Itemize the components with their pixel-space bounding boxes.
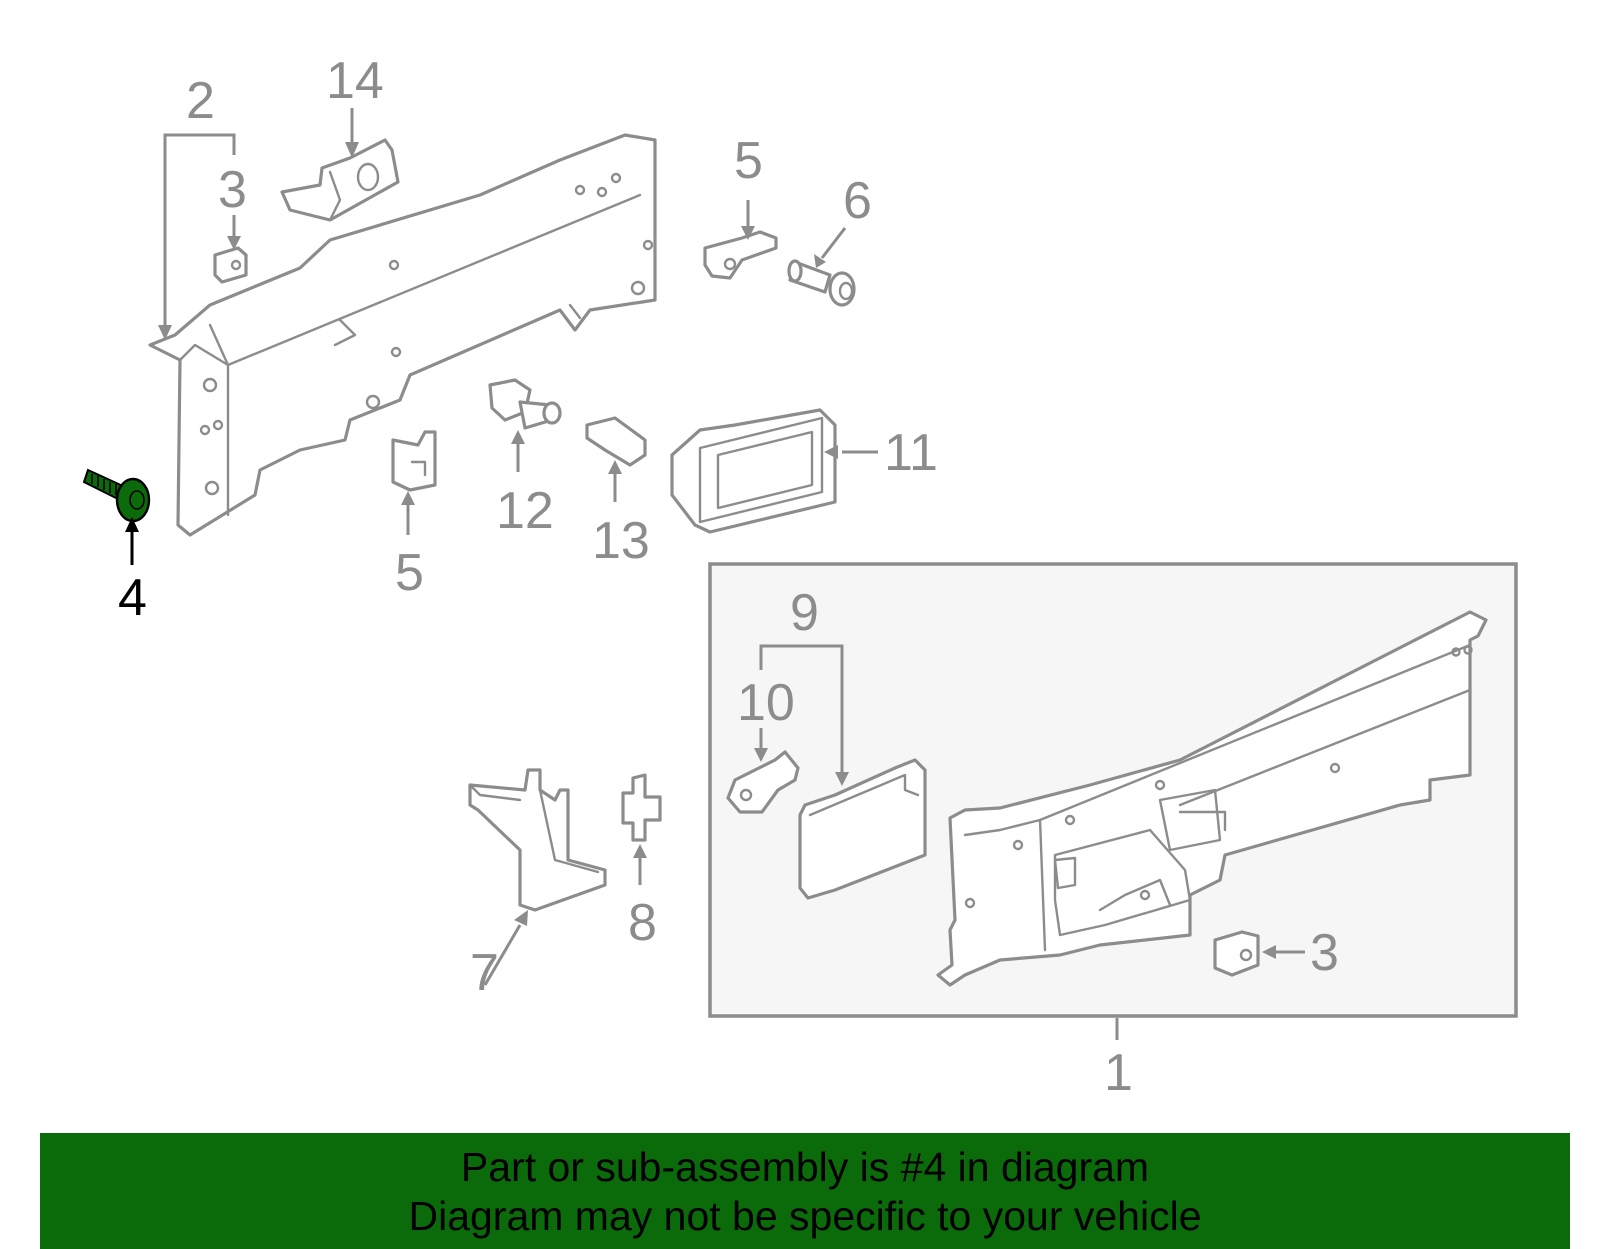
part-14-bracket[interactable] bbox=[280, 138, 400, 222]
arrowhead-6 bbox=[814, 254, 826, 268]
arrowhead-5-upper bbox=[741, 226, 755, 240]
part-1-panel[interactable] bbox=[936, 610, 1488, 987]
part-6-stud[interactable] bbox=[787, 259, 856, 307]
part-11-housing[interactable] bbox=[670, 408, 837, 534]
arrowhead-2 bbox=[158, 325, 172, 340]
part-8-clip[interactable] bbox=[621, 773, 662, 842]
callout-1: 1 bbox=[1104, 1044, 1133, 1102]
callout-3-upper: 3 bbox=[218, 161, 247, 219]
callout-5-lower: 5 bbox=[395, 544, 424, 602]
leader-9 bbox=[759, 644, 844, 778]
banner-line-2: Diagram may not be specific to your vehi… bbox=[408, 1193, 1202, 1239]
callout-9: 9 bbox=[790, 584, 819, 642]
callout-11: 11 bbox=[884, 424, 938, 482]
callout-14: 14 bbox=[326, 52, 384, 110]
arrowhead-12 bbox=[511, 430, 525, 444]
callout-3-lower: 3 bbox=[1310, 924, 1339, 982]
callout-10: 10 bbox=[737, 674, 795, 732]
leader-2 bbox=[163, 133, 236, 335]
part-7-bracket[interactable] bbox=[468, 768, 607, 912]
leader-7 bbox=[483, 924, 522, 986]
arrowhead-13 bbox=[608, 460, 622, 474]
part-4-bolt[interactable] bbox=[82, 468, 151, 523]
part-10-bracket[interactable] bbox=[726, 750, 800, 814]
arrowhead-10 bbox=[754, 748, 768, 762]
callout-6: 6 bbox=[843, 172, 872, 230]
callout-7: 7 bbox=[470, 944, 499, 1002]
part-12-grommet[interactable] bbox=[488, 378, 562, 430]
part-5-clip-lower[interactable] bbox=[391, 430, 437, 492]
callout-4: 4 bbox=[118, 569, 147, 627]
arrowhead-7 bbox=[514, 910, 528, 926]
callout-2: 2 bbox=[186, 72, 215, 130]
part-5-clip-upper[interactable] bbox=[703, 230, 778, 280]
part-3-clip-upper[interactable] bbox=[213, 246, 248, 284]
part-13-pad[interactable] bbox=[585, 416, 647, 467]
arrowhead-4 bbox=[125, 517, 139, 532]
arrowhead-5-lower bbox=[401, 491, 415, 505]
banner-line-1: Part or sub-assembly is #4 in diagram bbox=[460, 1144, 1150, 1190]
part-9-plate[interactable] bbox=[798, 758, 927, 900]
callout-5-upper: 5 bbox=[734, 132, 763, 190]
arrowhead-9 bbox=[835, 772, 849, 786]
arrowhead-11 bbox=[824, 445, 838, 459]
leader-6 bbox=[820, 227, 847, 259]
part-2-panel[interactable] bbox=[148, 133, 657, 537]
part-3-clip-lower[interactable] bbox=[1213, 930, 1260, 977]
callout-13: 13 bbox=[592, 512, 650, 570]
arrowhead-3-lower bbox=[1262, 945, 1276, 959]
callout-12: 12 bbox=[496, 482, 554, 540]
arrowhead-14 bbox=[345, 142, 359, 158]
arrowhead-3-upper bbox=[227, 236, 241, 250]
info-banner: Part or sub-assembly is #4 in diagram Di… bbox=[40, 1133, 1570, 1249]
arrowhead-8 bbox=[633, 844, 647, 858]
callout-8: 8 bbox=[628, 894, 657, 952]
